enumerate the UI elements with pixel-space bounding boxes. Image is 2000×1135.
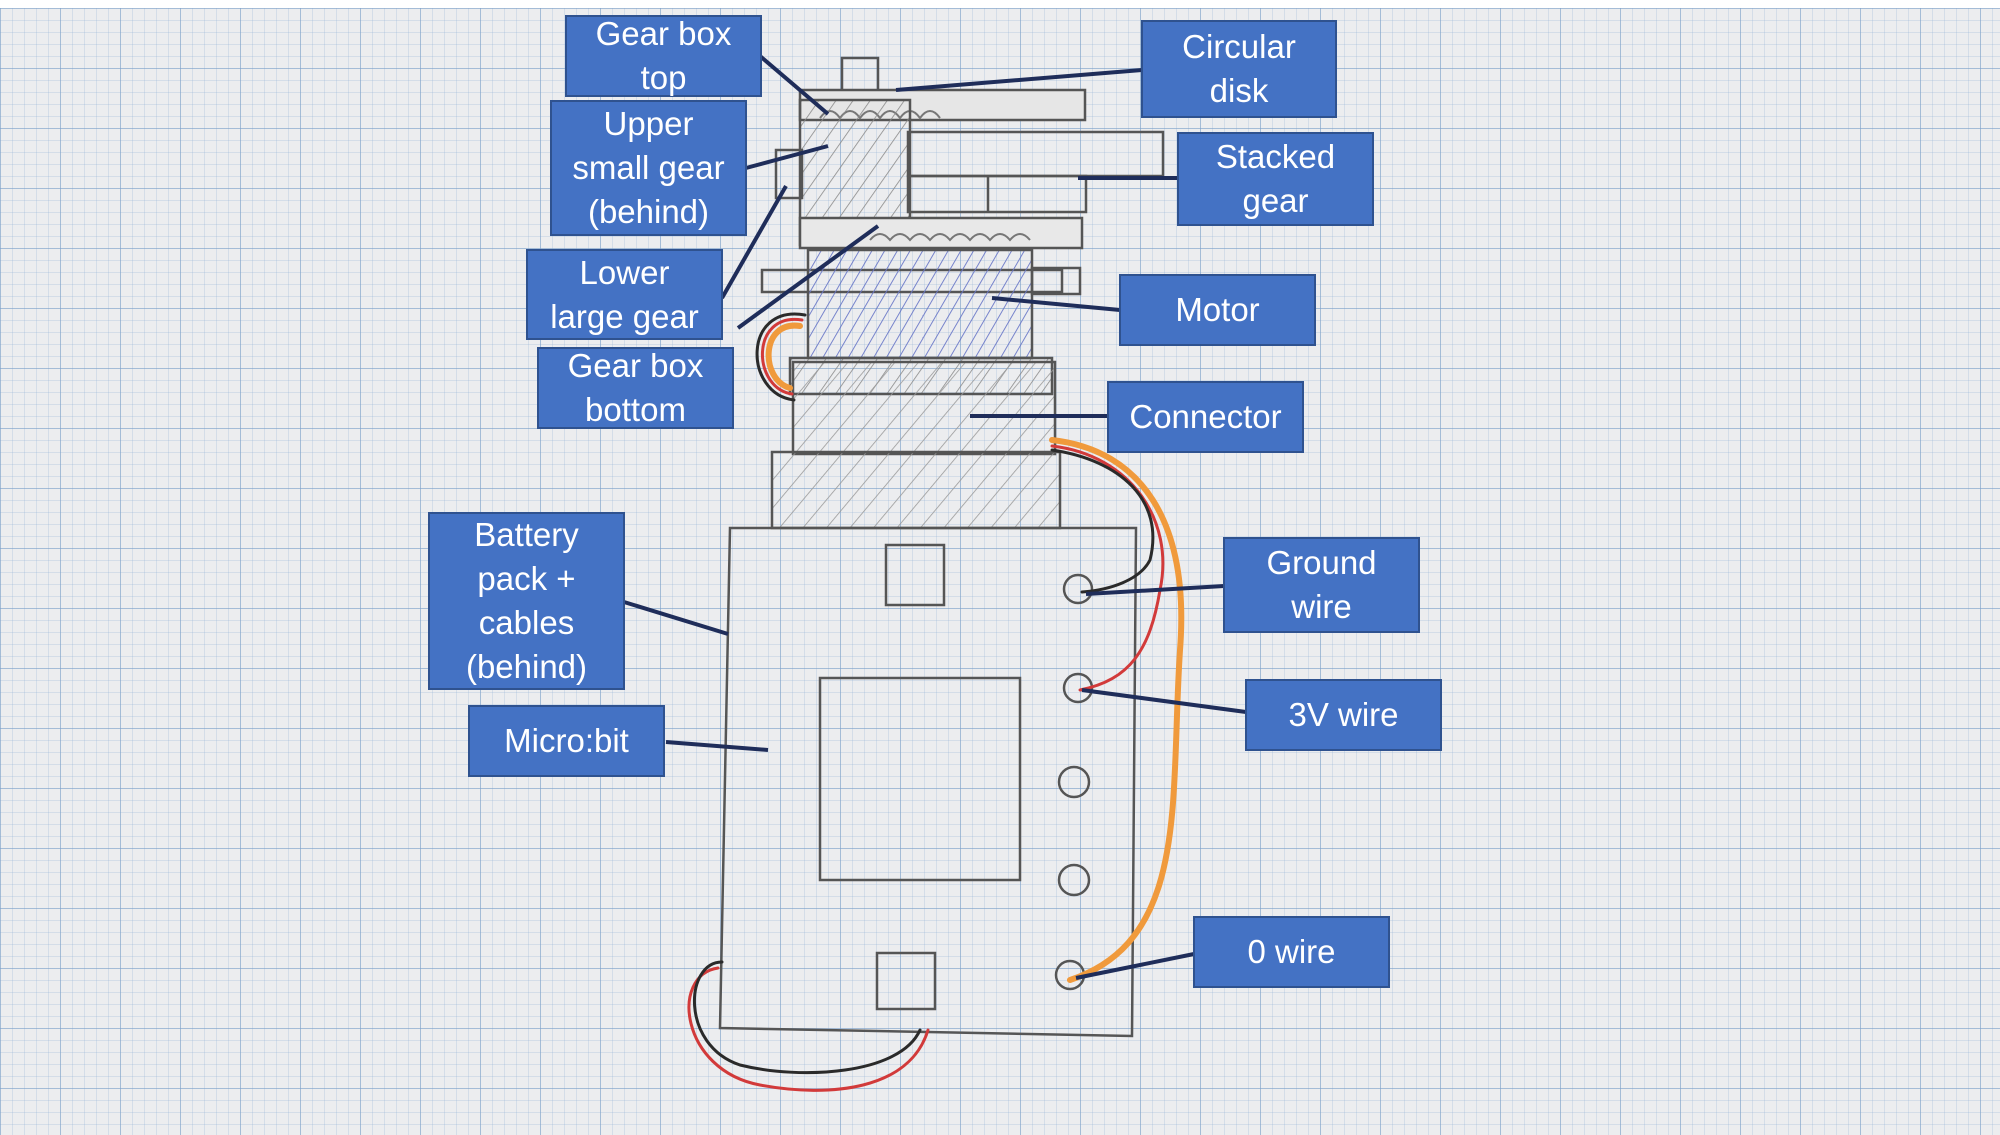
label-stacked-gear: Stacked gear: [1177, 132, 1374, 226]
leader-motor: [991, 296, 1121, 312]
label-motor: Motor: [1119, 274, 1316, 346]
label-gear-box-top: Gear box top: [565, 15, 762, 97]
wires-drawing: [687, 312, 1185, 1092]
leader-lower-large-gear-2: [736, 224, 880, 330]
label-micro-bit-text: Micro:bit: [504, 722, 629, 759]
label-upper-small-gear-text: Upper small gear (behind): [572, 105, 725, 230]
label-lower-large-gear: Lower large gear: [526, 249, 723, 340]
label-ground-wire: Ground wire: [1223, 537, 1420, 633]
leader-circular-disk: [895, 68, 1143, 92]
label-three-v-wire-text: 3V wire: [1288, 696, 1399, 733]
label-zero-wire: 0 wire: [1193, 916, 1390, 988]
leader-micro-bit: [665, 740, 769, 752]
leader-lower-large-gear: [720, 185, 788, 299]
label-circular-disk-text: Circular disk: [1182, 28, 1296, 109]
label-gear-box-bottom: Gear box bottom: [537, 347, 734, 429]
label-lower-large-gear-text: Lower large gear: [550, 253, 699, 335]
leader-three-v-wire: [1081, 688, 1247, 714]
leader-lines: [623, 54, 1247, 980]
label-gear-box-bottom-text: Gear box bottom: [567, 347, 704, 428]
label-three-v-wire: 3V wire: [1245, 679, 1442, 751]
label-upper-small-gear: Upper small gear (behind): [550, 100, 747, 236]
connector-drawing: [770, 360, 1062, 530]
label-connector-text: Connector: [1129, 398, 1282, 435]
label-motor-text: Motor: [1175, 291, 1260, 328]
leader-battery-pack: [623, 600, 729, 636]
leader-zero-wire: [1075, 952, 1195, 980]
leader-gear-box-top: [758, 54, 830, 116]
leader-ground-wire: [1085, 584, 1225, 596]
label-gear-box-top-text: Gear box top: [595, 15, 732, 96]
label-ground-wire-text: Ground wire: [1266, 544, 1377, 625]
label-micro-bit: Micro:bit: [468, 705, 665, 777]
label-connector: Connector: [1107, 381, 1304, 453]
micro-bit-drawing: [718, 526, 1138, 1038]
label-zero-wire-text: 0 wire: [1247, 933, 1336, 970]
graph-paper-background: [0, 8, 2000, 1135]
label-circular-disk: Circular disk: [1141, 20, 1337, 118]
label-battery-pack: Battery pack + cables (behind): [428, 512, 625, 690]
leader-upper-small-gear: [745, 144, 829, 170]
stacked-gear-drawing: [906, 130, 1165, 214]
label-battery-pack-text: Battery pack + cables (behind): [465, 516, 588, 685]
label-stacked-gear-text: Stacked gear: [1215, 138, 1336, 219]
lower-large-gear-drawing: [760, 216, 1084, 294]
